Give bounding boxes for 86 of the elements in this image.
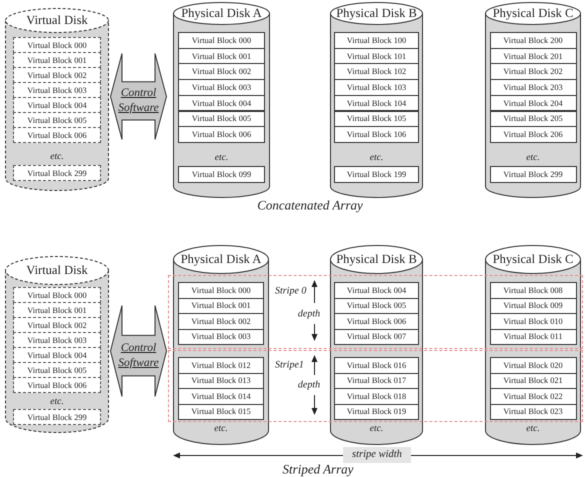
storage-block: Virtual Block 018 — [334, 388, 419, 404]
disk-label: Virtual Disk — [26, 13, 88, 27]
stripe-outline — [168, 350, 583, 422]
storage-block: Virtual Block 022 — [490, 388, 576, 404]
storage-block: Virtual Block 199 — [334, 166, 419, 183]
storage-block: Virtual Block 000 — [178, 32, 265, 49]
double-arrow — [110, 305, 167, 397]
disk-label: Physical Disk B — [336, 6, 417, 20]
storage-block: Virtual Block 019 — [334, 404, 419, 420]
disk-label: Physical Disk C — [492, 252, 574, 266]
disk-cylinder — [5, 8, 109, 191]
storage-block: Virtual Block 011 — [490, 328, 576, 345]
storage-block: Virtual Block 003 — [13, 82, 101, 98]
continuation-label: etc. — [50, 396, 64, 406]
arrow-label: Control Software — [118, 340, 159, 371]
storage-block: Virtual Block 006 — [13, 377, 101, 393]
continuation-label: etc. — [370, 424, 384, 434]
storage-block: Virtual Block 103 — [334, 79, 419, 96]
storage-block: Virtual Block 000 — [13, 37, 101, 53]
storage-block: Virtual Block 204 — [490, 94, 576, 112]
storage-block: Virtual Block 000 — [13, 287, 101, 303]
storage-block: Virtual Block 002 — [13, 67, 101, 83]
storage-block: Virtual Block 016 — [334, 357, 419, 374]
dimension-label: depth — [298, 380, 320, 390]
storage-block: Virtual Block 004 — [13, 347, 101, 363]
section-caption: Concatenated Array — [257, 198, 363, 212]
storage-block: Virtual Block 005 — [13, 362, 101, 378]
stripe-label: Stripe1 — [275, 360, 304, 370]
storage-block: Virtual Block 202 — [490, 63, 576, 80]
disk-cylinder — [330, 2, 423, 198]
storage-block: Virtual Block 008 — [490, 282, 576, 298]
storage-block: Virtual Block 005 — [13, 112, 101, 128]
storage-block: Virtual Block 100 — [334, 32, 419, 49]
storage-block: Virtual Block 014 — [178, 388, 264, 404]
disk-label: Physical Disk A — [180, 252, 262, 266]
continuation-label: etc. — [526, 424, 540, 434]
storage-block: Virtual Block 299 — [13, 165, 101, 181]
double-arrow — [110, 53, 167, 140]
storage-block: Virtual Block 002 — [178, 63, 265, 80]
storage-block: Virtual Block 200 — [490, 32, 576, 49]
storage-block: Virtual Block 006 — [178, 126, 265, 143]
storage-block: Virtual Block 106 — [334, 126, 419, 143]
disk-label: Physical Disk C — [492, 6, 574, 20]
stripe-outline — [168, 275, 583, 349]
storage-block: Virtual Block 023 — [490, 404, 576, 420]
storage-block: Virtual Block 006 — [334, 313, 419, 330]
storage-block: Virtual Block 000 — [178, 282, 264, 298]
storage-block: Virtual Block 299 — [13, 409, 101, 425]
storage-block: Virtual Block 002 — [13, 317, 101, 333]
storage-block: Virtual Block 206 — [490, 126, 576, 143]
dimension-label: stripe width — [343, 447, 411, 463]
storage-block: Virtual Block 001 — [13, 52, 101, 68]
storage-block: Virtual Block 299 — [490, 166, 576, 183]
storage-block: Virtual Block 006 — [13, 127, 101, 143]
storage-block: Virtual Block 004 — [178, 94, 265, 112]
disk-cylinder — [5, 256, 109, 433]
storage-block: Virtual Block 003 — [13, 332, 101, 348]
disk-cylinder — [173, 2, 270, 198]
storage-block: Virtual Block 003 — [178, 328, 264, 345]
continuation-label: etc. — [214, 153, 228, 163]
section-caption: Striped Array — [282, 462, 354, 476]
continuation-label: etc. — [526, 153, 540, 163]
storage-block: Virtual Block 010 — [490, 313, 576, 330]
storage-block: Virtual Block 001 — [13, 302, 101, 318]
stripe-label: Stripe 0 — [275, 286, 306, 296]
storage-block: Virtual Block 003 — [178, 79, 265, 96]
storage-block: Virtual Block 002 — [178, 313, 264, 330]
storage-block: Virtual Block 012 — [178, 357, 264, 374]
storage-block: Virtual Block 007 — [334, 328, 419, 345]
disk-label: Physical Disk B — [336, 252, 417, 266]
storage-block: Virtual Block 020 — [490, 357, 576, 374]
storage-block: Virtual Block 099 — [178, 166, 265, 183]
arrow-label: Control Software — [118, 86, 159, 116]
dimension-label: depth — [298, 308, 320, 320]
storage-block: Virtual Block 015 — [178, 404, 264, 420]
storage-block: Virtual Block 004 — [13, 97, 101, 113]
disk-label: Physical Disk A — [181, 6, 262, 20]
storage-block: Virtual Block 102 — [334, 63, 419, 80]
storage-block: Virtual Block 104 — [334, 94, 419, 112]
storage-block: Virtual Block 203 — [490, 79, 576, 96]
continuation-label: etc. — [370, 153, 384, 163]
storage-block: Virtual Block 004 — [334, 282, 419, 298]
disk-cylinder — [485, 2, 581, 198]
disk-label: Virtual Disk — [26, 263, 88, 277]
continuation-label: etc. — [50, 152, 64, 162]
continuation-label: etc. — [214, 424, 228, 434]
